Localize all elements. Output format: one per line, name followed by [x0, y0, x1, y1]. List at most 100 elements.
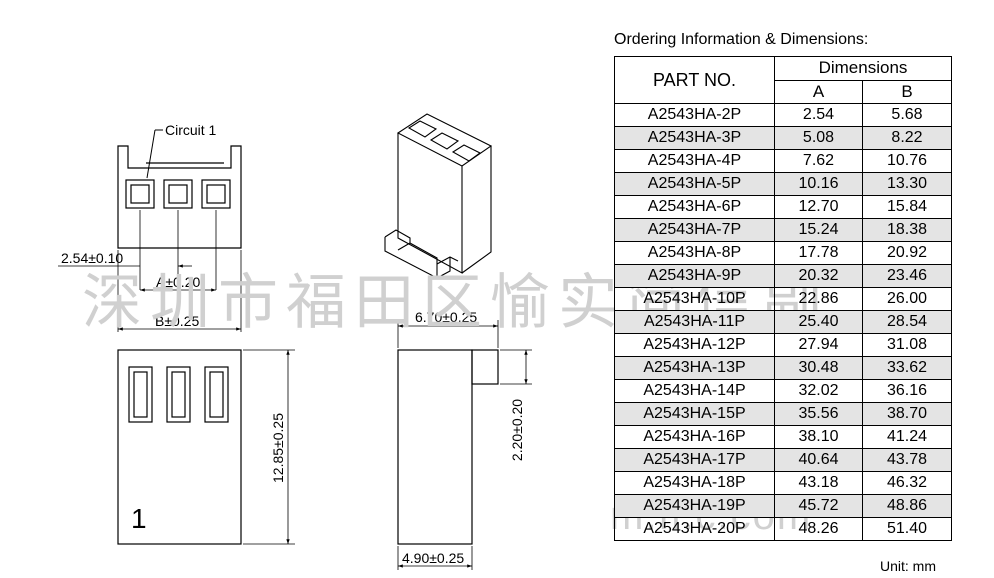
dimension-b-cell: 46.32: [862, 471, 952, 495]
dimension-a-cell: 12.70: [774, 195, 863, 219]
part-number-cell: A2543HA-13P: [614, 356, 775, 380]
dimension-b-cell: 23.46: [862, 264, 952, 288]
part-number-cell: A2543HA-18P: [614, 471, 775, 495]
dimension-a-cell: 27.94: [774, 333, 863, 357]
dimension-b-cell: 18.38: [862, 218, 952, 242]
dimension-a-cell: 38.10: [774, 425, 863, 449]
dimension-b-cell: 20.92: [862, 241, 952, 265]
dimension-a-cell: 17.78: [774, 241, 863, 265]
dimension-a-cell: 43.18: [774, 471, 863, 495]
header-part-no: PART NO.: [614, 56, 775, 104]
cavity-3: [201, 179, 231, 209]
depth-dimension: 6.70±0.25: [415, 309, 477, 325]
isometric-view: [384, 113, 493, 279]
dimension-b-cell: 48.86: [862, 494, 952, 518]
header-dimensions: Dimensions: [774, 56, 952, 81]
dimension-a-cell: 25.40: [774, 310, 863, 334]
part-number-cell: A2543HA-19P: [614, 494, 775, 518]
circuit-1-label: Circuit 1: [165, 122, 217, 138]
part-number-cell: A2543HA-7P: [614, 218, 775, 242]
tab-height-dimension: 2.20±0.20: [509, 399, 525, 461]
side-view: [397, 349, 499, 545]
dimension-b-cell: 36.16: [862, 379, 952, 403]
part-number-cell: A2543HA-15P: [614, 402, 775, 426]
dimension-b-cell: 51.40: [862, 517, 952, 541]
dimension-b-cell: 13.30: [862, 172, 952, 196]
dimension-b: B±0.25: [155, 313, 199, 329]
base-width-dimension: 4.90±0.25: [402, 550, 464, 566]
height-dimension: 12.85±0.25: [270, 413, 286, 483]
pin-1-marker: 1: [131, 503, 147, 534]
table-caption: Ordering Information & Dimensions:: [614, 31, 869, 48]
pitch-dimension: 2.54±0.10: [61, 250, 123, 266]
dimension-a-cell: 2.54: [774, 103, 863, 127]
dimension-a-cell: 48.26: [774, 517, 863, 541]
dimension-a-cell: 15.24: [774, 218, 863, 242]
dimension-b-cell: 15.84: [862, 195, 952, 219]
part-number-cell: A2543HA-12P: [614, 333, 775, 357]
dimension-b-cell: 41.24: [862, 425, 952, 449]
dimension-b-cell: 43.78: [862, 448, 952, 472]
cavity-1: [125, 179, 155, 209]
part-number-cell: A2543HA-2P: [614, 103, 775, 127]
dimension-a-cell: 10.16: [774, 172, 863, 196]
dimension-a-cell: 30.48: [774, 356, 863, 380]
dimension-a-cell: 35.56: [774, 402, 863, 426]
dimension-a-cell: 7.62: [774, 149, 863, 173]
part-number-cell: A2543HA-10P: [614, 287, 775, 311]
part-number-cell: A2543HA-5P: [614, 172, 775, 196]
front-view: [117, 349, 242, 545]
part-number-cell: A2543HA-4P: [614, 149, 775, 173]
dimension-b-cell: 5.68: [862, 103, 952, 127]
part-number-cell: A2543HA-3P: [614, 126, 775, 150]
part-number-cell: A2543HA-14P: [614, 379, 775, 403]
dimension-a-cell: 40.64: [774, 448, 863, 472]
dimension-a: A±0.20: [156, 274, 200, 290]
cavity-2: [163, 179, 193, 209]
part-number-cell: A2543HA-17P: [614, 448, 775, 472]
part-number-cell: A2543HA-9P: [614, 264, 775, 288]
dimension-b-cell: 8.22: [862, 126, 952, 150]
part-number-cell: A2543HA-8P: [614, 241, 775, 265]
dimension-a-cell: 32.02: [774, 379, 863, 403]
dimension-b-cell: 26.00: [862, 287, 952, 311]
header-b: B: [862, 79, 952, 104]
part-number-cell: A2543HA-16P: [614, 425, 775, 449]
header-a: A: [774, 79, 863, 104]
dimension-a-cell: 22.86: [774, 287, 863, 311]
part-number-cell: A2543HA-11P: [614, 310, 775, 334]
top-view: [117, 129, 242, 249]
dimension-b-cell: 31.08: [862, 333, 952, 357]
part-number-cell: A2543HA-20P: [614, 517, 775, 541]
dimension-b-cell: 38.70: [862, 402, 952, 426]
dimension-b-cell: 10.76: [862, 149, 952, 173]
unit-note: Unit: mm: [880, 558, 936, 574]
dimension-a-cell: 45.72: [774, 494, 863, 518]
dimension-b-cell: 28.54: [862, 310, 952, 334]
part-number-cell: A2543HA-6P: [614, 195, 775, 219]
dimension-a-cell: 5.08: [774, 126, 863, 150]
dimension-a-cell: 20.32: [774, 264, 863, 288]
